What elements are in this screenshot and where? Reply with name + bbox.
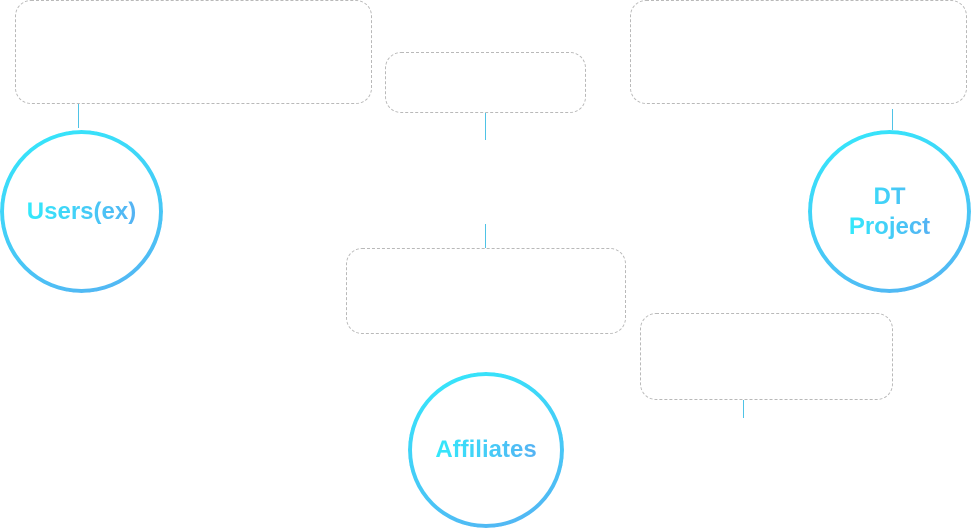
connector-right-mid [743,400,745,418]
node-affiliates-label: Affiliates [435,436,537,463]
node-affiliates-ring [408,372,564,528]
node-dt-project-label: DT Project [848,182,931,240]
connector-center-top [485,113,487,140]
node-users-label: Users(ex) [26,197,137,225]
connector-users [78,104,80,128]
node-dt-project-ring [808,130,971,293]
connector-dt-project [892,109,894,130]
connector-center-mid [485,224,487,248]
node-users-ring [0,130,163,293]
node-users: Users(ex) [0,130,163,293]
callout-box-center-mid [346,248,626,334]
callout-box-center-top [385,52,586,113]
node-affiliates: Affiliates [408,372,564,528]
callout-box-users [15,0,372,104]
callout-box-dt-project [630,0,967,104]
node-dt-project: DT Project [808,130,971,293]
callout-box-right-mid [640,313,893,400]
